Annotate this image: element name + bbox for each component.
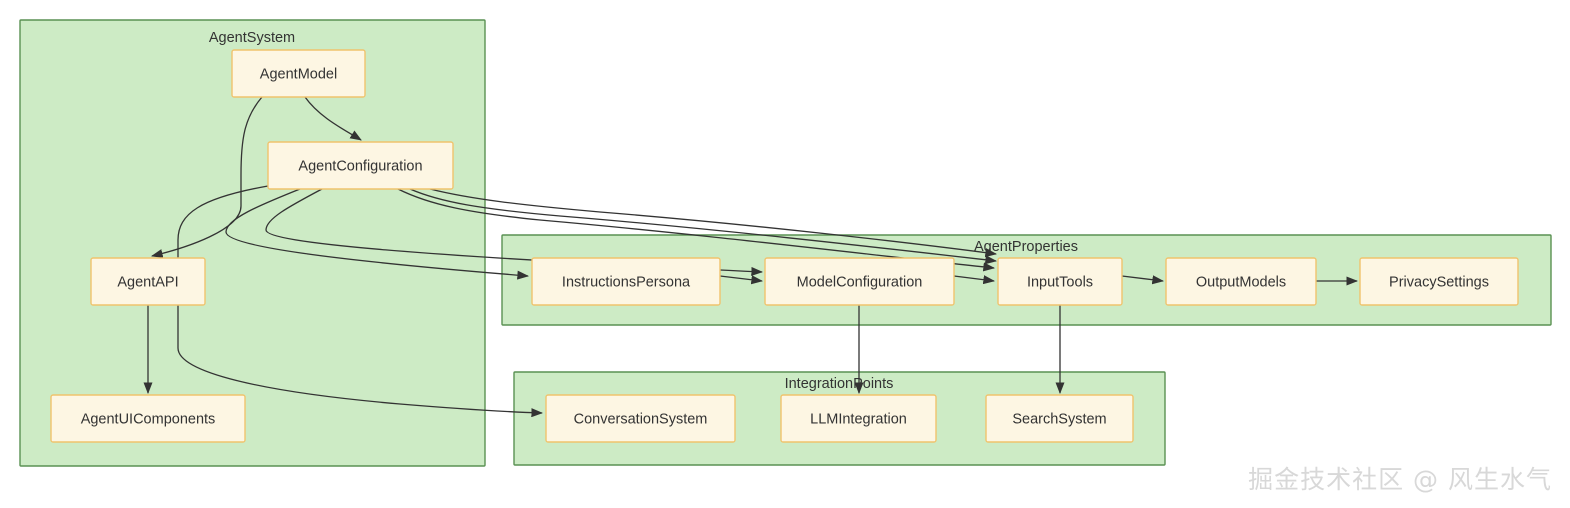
node-box-model-configuration[interactable]: [764, 257, 955, 306]
node-label-agent-api: AgentAPI: [117, 274, 178, 290]
node-privacy-settings[interactable]: PrivacySettings: [1359, 257, 1519, 306]
node-label-agent-model: AgentModel: [260, 66, 337, 82]
node-model-configuration[interactable]: ModelConfiguration: [764, 257, 955, 306]
node-label-agent-configuration: AgentConfiguration: [298, 158, 422, 174]
node-agent-api[interactable]: AgentAPI: [90, 257, 206, 306]
cluster-agent-system: AgentSystem: [19, 19, 486, 467]
node-box-llm-integration[interactable]: [780, 394, 937, 443]
watermark-label: 掘金技术社区 @ 风生水气: [1248, 465, 1552, 494]
node-label-output-models: OutputModels: [1196, 274, 1286, 290]
node-label-instructions-persona: InstructionsPersona: [562, 274, 691, 290]
node-box-agent-model[interactable]: [231, 49, 366, 98]
node-output-models[interactable]: OutputModels: [1165, 257, 1317, 306]
cluster-box-agent-system: [19, 19, 486, 467]
node-box-instructions-persona[interactable]: [531, 257, 721, 306]
cluster-label-agent-system: AgentSystem: [209, 30, 295, 46]
edge-agent-configuration-extra-1: [409, 188, 998, 265]
edges-layer: [143, 96, 1359, 418]
edge-agent-configuration-to-instructions-persona: [225, 188, 530, 280]
node-conversation-system[interactable]: ConversationSystem: [545, 394, 736, 443]
node-label-input-tools: InputTools: [1027, 274, 1093, 290]
node-box-agent-configuration[interactable]: [267, 141, 454, 190]
edge-agent-model-to-agent-configuration: [304, 96, 362, 141]
node-label-agent-ui-components: AgentUIComponents: [81, 411, 216, 427]
node-box-privacy-settings[interactable]: [1359, 257, 1519, 306]
node-label-privacy-settings: PrivacySettings: [1389, 274, 1489, 290]
node-instructions-persona[interactable]: InstructionsPersona: [531, 257, 721, 306]
node-label-llm-integration: LLMIntegration: [810, 411, 907, 427]
node-box-input-tools[interactable]: [997, 257, 1123, 306]
node-input-tools[interactable]: InputTools: [997, 257, 1123, 306]
node-search-system[interactable]: SearchSystem: [985, 394, 1134, 443]
node-box-conversation-system[interactable]: [545, 394, 736, 443]
node-box-search-system[interactable]: [985, 394, 1134, 443]
node-label-conversation-system: ConversationSystem: [574, 411, 708, 427]
edge-instructions-persona-to-model-configuration: [719, 275, 764, 285]
edge-agent-model-to-agent-api: [150, 96, 263, 258]
cluster-label-integration-points: IntegrationPoints: [785, 376, 894, 392]
node-box-agent-ui-components[interactable]: [50, 394, 246, 443]
node-label-search-system: SearchSystem: [1012, 411, 1106, 427]
node-label-model-configuration: ModelConfiguration: [797, 274, 923, 290]
edge-agent-configuration-extra-2: [429, 188, 998, 258]
node-box-agent-api[interactable]: [90, 257, 206, 306]
node-box-output-models[interactable]: [1165, 257, 1317, 306]
cluster-label-agent-properties: AgentProperties: [974, 239, 1078, 255]
edge-input-tools-to-output-models: [1121, 275, 1165, 285]
node-agent-configuration[interactable]: AgentConfiguration: [267, 141, 454, 190]
edge-agent-configuration-to-conversation-system: [177, 185, 544, 418]
node-agent-model[interactable]: AgentModel: [231, 49, 366, 98]
node-llm-integration[interactable]: LLMIntegration: [780, 394, 937, 443]
edge-model-configuration-to-input-tools: [953, 275, 996, 285]
node-agent-ui-components[interactable]: AgentUIComponents: [50, 394, 246, 443]
